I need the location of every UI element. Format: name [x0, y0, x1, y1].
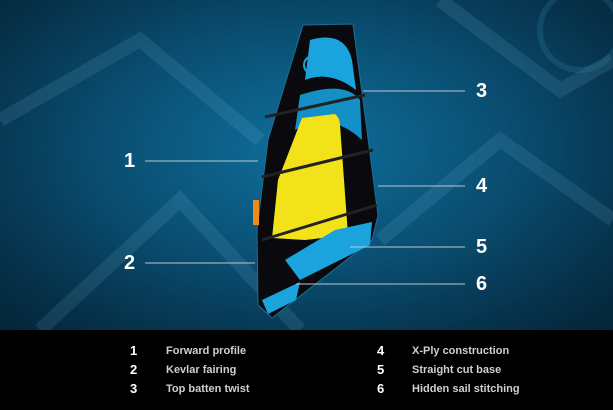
callout-number-5: 5 [476, 236, 488, 258]
legend-label: Forward profile [166, 345, 247, 357]
legend-number: 1 [130, 343, 138, 358]
callout-number-4: 4 [476, 175, 488, 197]
legend-number: 3 [130, 381, 138, 396]
feature-legend: 1 Forward profile 2 Kevlar fairing 3 Top… [0, 330, 613, 410]
legend-number: 4 [377, 343, 385, 358]
legend-label: Top batten twist [166, 383, 250, 395]
legend-number: 5 [377, 362, 385, 377]
legend-label: Hidden sail stitching [412, 383, 520, 395]
callout-number-1: 1 [124, 150, 136, 172]
legend-label: Kevlar fairing [166, 364, 237, 376]
legend-label: Straight cut base [412, 364, 502, 376]
legend-label: X-Ply construction [412, 345, 510, 357]
legend-number: 6 [377, 381, 385, 396]
callout-number-2: 2 [124, 252, 136, 274]
legend-number: 2 [130, 362, 138, 377]
callout-number-6: 6 [476, 273, 488, 295]
sail-diagram: 1 2 3 4 5 6 [0, 0, 613, 330]
callout-number-3: 3 [476, 80, 488, 102]
sail-illustration [0, 0, 613, 330]
